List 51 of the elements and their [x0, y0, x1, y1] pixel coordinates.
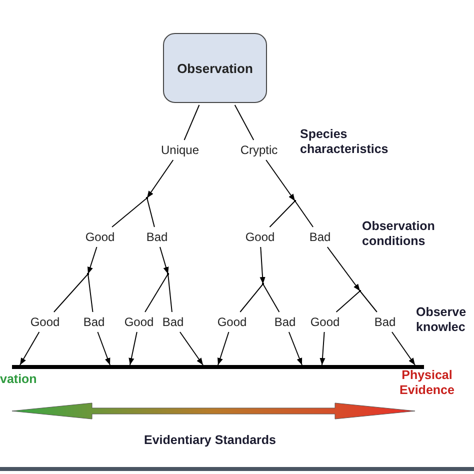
annotation-label: Evidentiary Standards	[143, 433, 277, 448]
arrow	[128, 332, 138, 366]
arrow	[146, 160, 174, 198]
connector-line	[360, 290, 378, 312]
branch-label: Unique	[160, 143, 200, 157]
branch-label: Bad	[83, 315, 105, 329]
connector-line	[112, 198, 148, 228]
branch-label: Good	[245, 230, 275, 244]
connector-line	[262, 284, 280, 312]
branch-label: Good	[310, 315, 340, 329]
arrow	[326, 246, 360, 292]
branch-label: Bad	[162, 315, 184, 329]
branch-label: Bad	[274, 315, 296, 329]
baseline-bar	[12, 365, 424, 369]
arrow	[320, 332, 326, 366]
branch-label: Cryptic	[240, 143, 278, 157]
observation-box	[163, 33, 267, 103]
branch-label: Good	[30, 315, 60, 329]
connector-line	[53, 274, 88, 312]
connector-line	[168, 274, 172, 312]
branch-label: Good	[85, 230, 115, 244]
branch-label: Bad	[309, 230, 331, 244]
annotation-label: Observe knowlec	[416, 305, 468, 335]
arrow	[20, 332, 40, 366]
arrow	[88, 246, 98, 274]
annotation-label: Species characteristics	[300, 127, 390, 157]
arrow	[218, 332, 230, 366]
arrow	[159, 246, 169, 274]
arrow	[97, 332, 110, 366]
connector-line	[234, 104, 254, 140]
branch-label: Good	[124, 315, 154, 329]
box-label: Observation	[177, 60, 253, 76]
connector-line	[88, 274, 94, 312]
arrow	[391, 332, 416, 366]
branch-label: Good	[217, 315, 247, 329]
annotation-label: Physical Evidence	[398, 368, 456, 398]
annotation-label: vation	[0, 372, 38, 387]
annotation-label: Observation conditions	[362, 219, 436, 249]
branch-label: Bad	[374, 315, 396, 329]
connector-line	[269, 200, 296, 228]
arrow	[260, 246, 266, 284]
connector-line	[336, 290, 360, 312]
arrow	[179, 332, 204, 366]
branch-label: Bad	[146, 230, 168, 244]
arrow	[288, 332, 302, 366]
connector-line	[146, 198, 155, 228]
arrow	[266, 160, 296, 202]
connector-line	[294, 200, 314, 228]
connector-line	[240, 284, 264, 312]
connector-line	[144, 274, 168, 312]
connector-line	[184, 104, 200, 140]
